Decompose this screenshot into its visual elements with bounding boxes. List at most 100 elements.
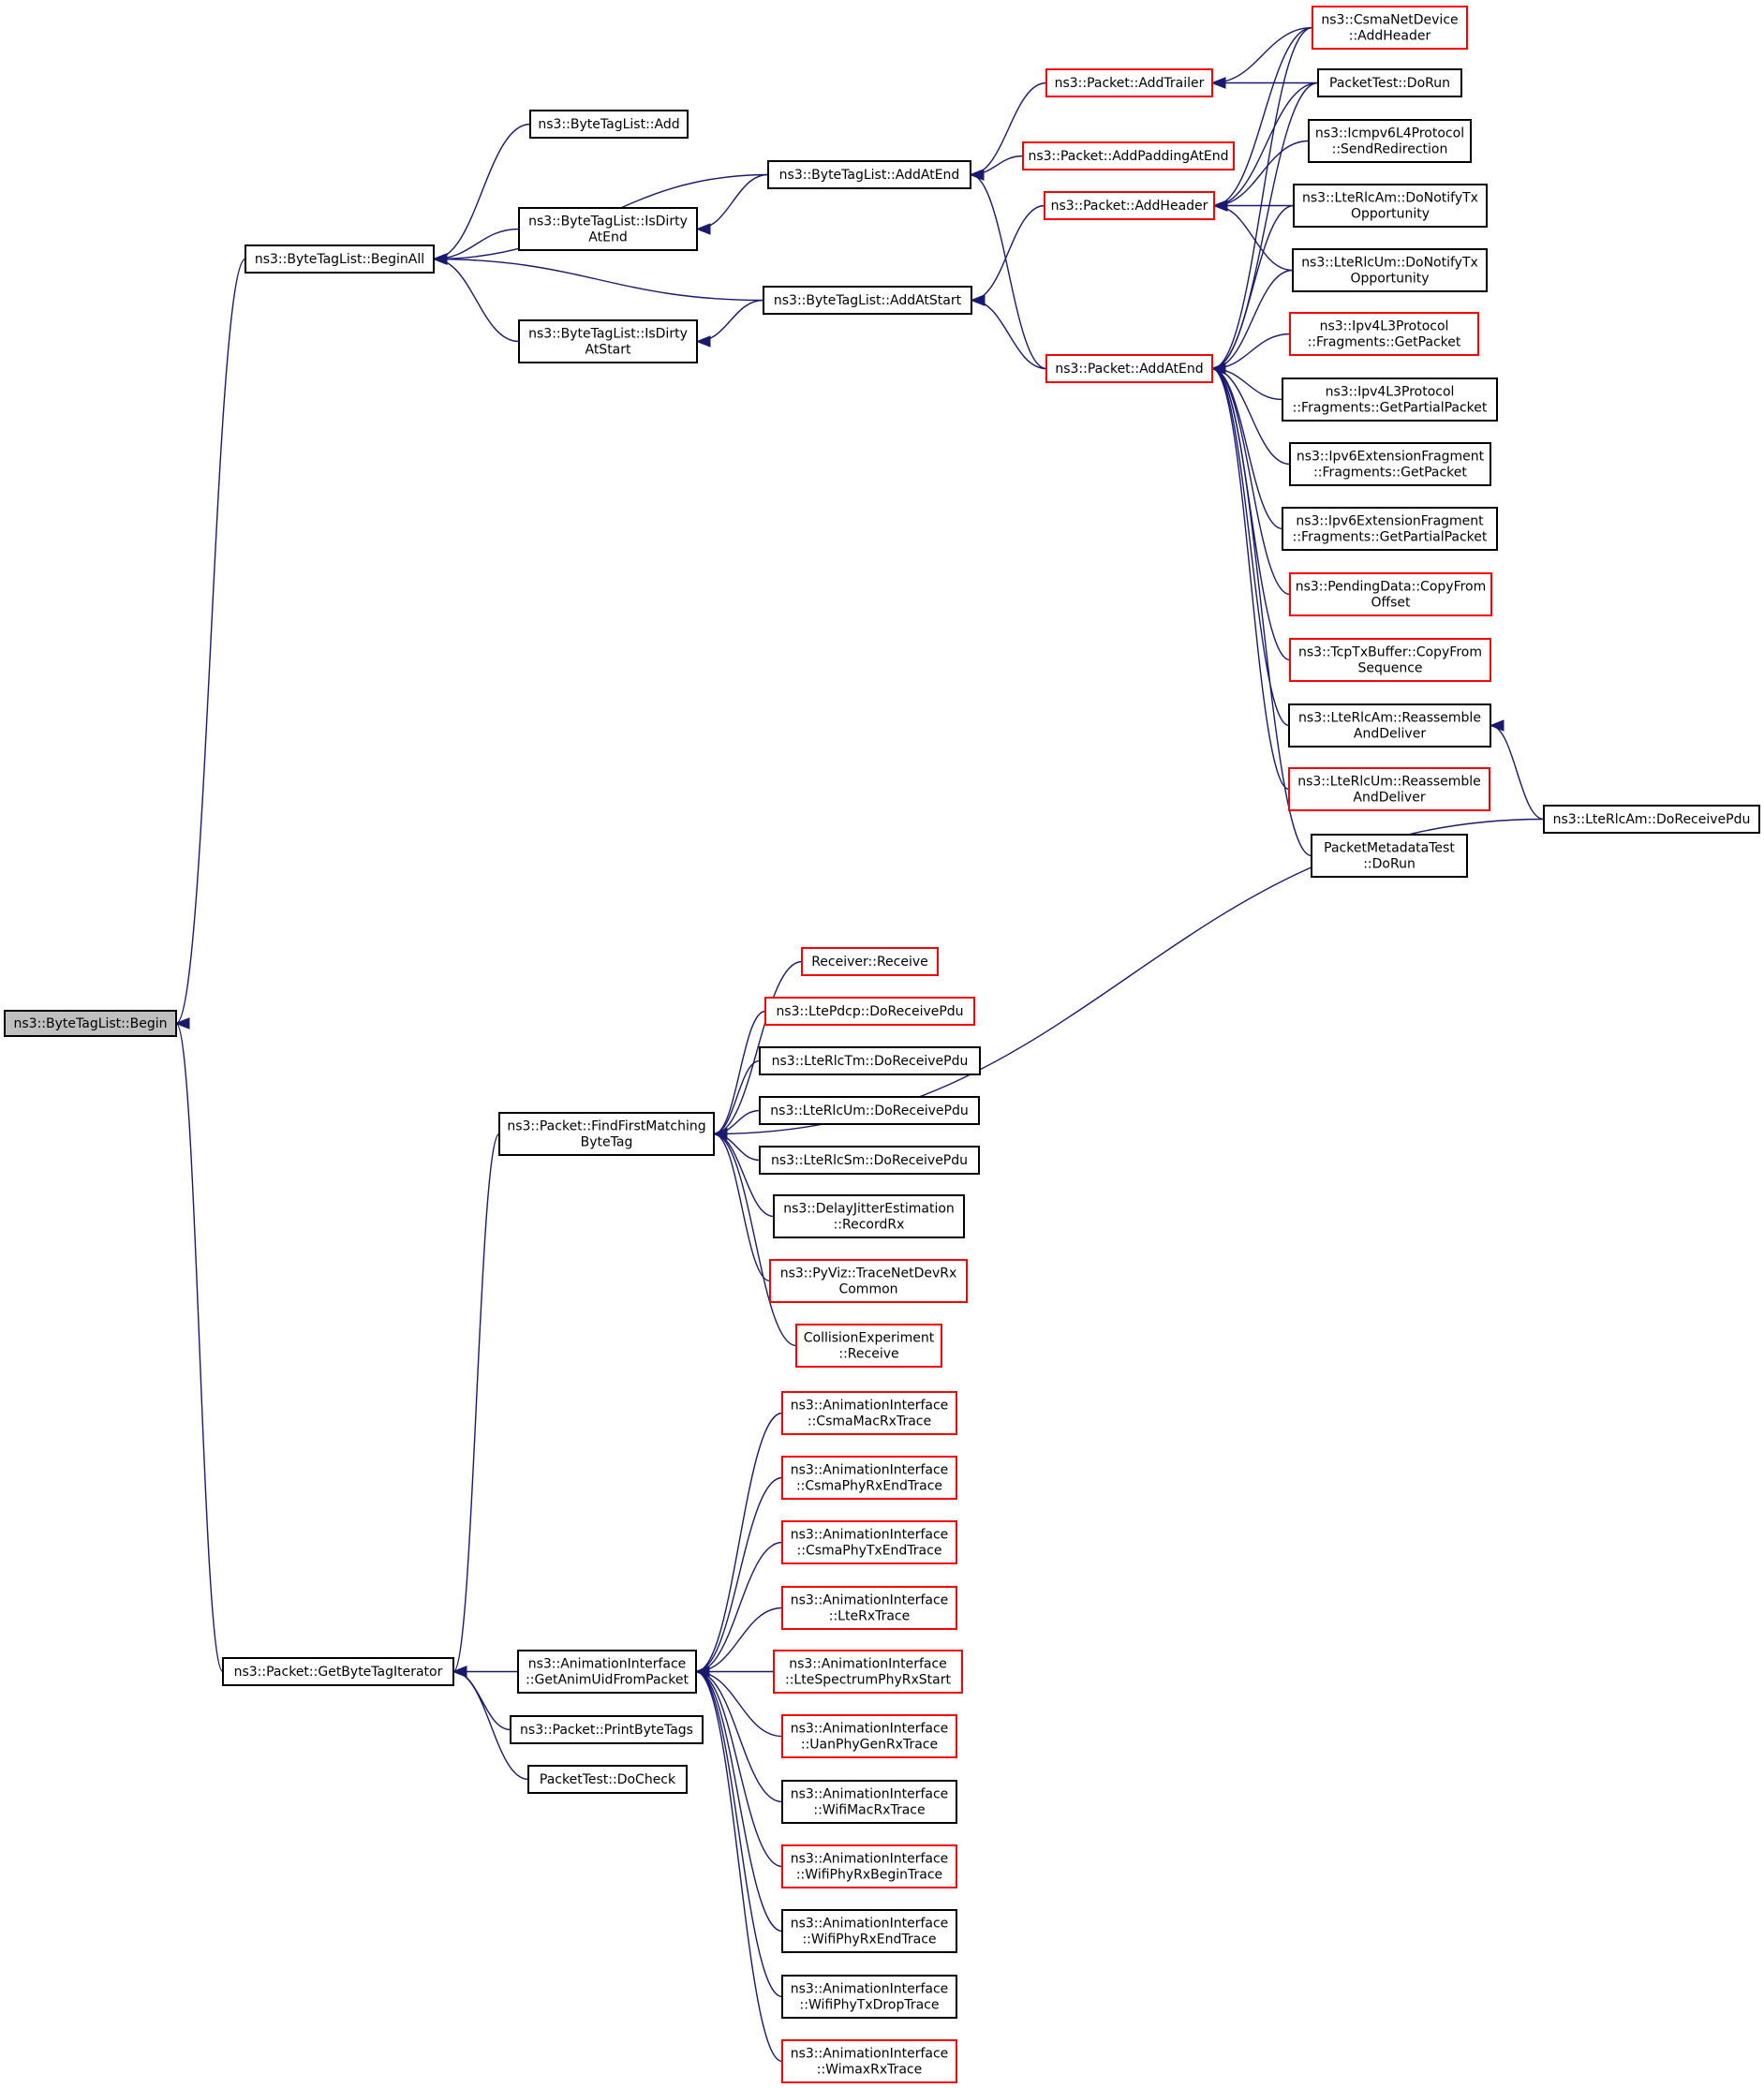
node-label: ns3::Packet::FindFirstMatching bbox=[507, 1119, 705, 1134]
edge-rlcumreassemble-to-paddatend bbox=[1211, 367, 1290, 791]
node-add[interactable]: ns3::ByteTagList::Add bbox=[529, 110, 689, 139]
node-csmaaddheader[interactable]: ns3::CsmaNetDevice::AddHeader bbox=[1312, 6, 1468, 50]
node-ipv6getpartial[interactable]: ns3::Ipv6ExtensionFragment::Fragments::G… bbox=[1282, 507, 1498, 551]
node-label: ns3::ByteTagList::AddAtEnd bbox=[779, 168, 960, 183]
edge-csmamacrx-to-getanimuid bbox=[695, 1412, 783, 1673]
node-label: ns3::AnimationInterface bbox=[791, 1982, 949, 1997]
node-box bbox=[1543, 805, 1760, 834]
node-lterx[interactable]: ns3::AnimationInterface::LteRxTrace bbox=[781, 1586, 957, 1630]
node-icmpv6[interactable]: ns3::Icmpv6L4Protocol::SendRedirection bbox=[1308, 119, 1472, 163]
edge-findfirst-to-getbytetagiter bbox=[452, 1133, 500, 1673]
edge-addheader-to-addatstart bbox=[971, 204, 1045, 302]
node-label: ns3::ByteTagList::BeginAll bbox=[255, 252, 424, 267]
node-box bbox=[769, 1259, 968, 1303]
node-addatstart[interactable]: ns3::ByteTagList::AddAtStart bbox=[763, 286, 972, 315]
node-label: AndDeliver bbox=[1353, 791, 1425, 806]
node-box bbox=[773, 1194, 965, 1238]
node-wifimacrx[interactable]: ns3::AnimationInterface::WifiMacRxTrace bbox=[781, 1780, 957, 1824]
node-label: Opportunity bbox=[1350, 272, 1429, 287]
node-csmaphyrxend[interactable]: ns3::AnimationInterface::CsmaPhyRxEndTra… bbox=[781, 1456, 957, 1500]
node-box bbox=[759, 1096, 980, 1125]
arrowhead-icon bbox=[1210, 77, 1226, 89]
edge-csmaaddheader-to-addtrailer bbox=[1211, 26, 1313, 84]
edge-addatstart-to-dirtystart bbox=[696, 299, 764, 343]
node-addpadding[interactable]: ns3::Packet::AddPaddingAtEnd bbox=[1022, 141, 1235, 170]
node-label: ns3::ByteTagList::Begin bbox=[14, 1016, 168, 1031]
node-box bbox=[781, 1520, 957, 1564]
node-addheader[interactable]: ns3::Packet::AddHeader bbox=[1044, 191, 1215, 220]
node-printbytetags[interactable]: ns3::Packet::PrintByteTags bbox=[510, 1715, 704, 1744]
node-rlctm[interactable]: ns3::LteRlcTm::DoReceivePdu bbox=[759, 1046, 981, 1075]
node-label: ns3::Ipv6ExtensionFragment bbox=[1296, 514, 1484, 529]
node-getbytetagiter[interactable]: ns3::Packet::GetByteTagIterator bbox=[222, 1657, 454, 1686]
node-wifiphyrxend[interactable]: ns3::AnimationInterface::WifiPhyRxEndTra… bbox=[781, 1909, 957, 1953]
node-box bbox=[781, 1844, 957, 1888]
node-label: ns3::AnimationInterface bbox=[789, 1657, 947, 1672]
node-uanphy[interactable]: ns3::AnimationInterface::UanPhyGenRxTrac… bbox=[781, 1714, 957, 1758]
node-label: ns3::PendingData::CopyFrom bbox=[1296, 580, 1487, 595]
node-label: ::Receive bbox=[838, 1347, 898, 1362]
node-box bbox=[763, 286, 972, 315]
node-wifiphyrxbegin[interactable]: ns3::AnimationInterface::WifiPhyRxBeginT… bbox=[781, 1844, 957, 1888]
node-csmamacrx[interactable]: ns3::AnimationInterface::CsmaMacRxTrace bbox=[781, 1391, 957, 1435]
edges-layer bbox=[174, 26, 1545, 2063]
node-box bbox=[1311, 834, 1468, 878]
node-box bbox=[781, 1714, 957, 1758]
node-label: ns3::LtePdcp::DoReceivePdu bbox=[776, 1004, 963, 1019]
node-box bbox=[759, 1146, 980, 1175]
node-beginall[interactable]: ns3::ByteTagList::BeginAll bbox=[245, 244, 435, 274]
node-label: ns3::AnimationInterface bbox=[528, 1657, 687, 1672]
node-label: ns3::CsmaNetDevice bbox=[1321, 13, 1458, 28]
arrowhead-icon bbox=[695, 223, 711, 235]
node-wifiphytxdrop[interactable]: ns3::AnimationInterface::WifiPhyTxDropTr… bbox=[781, 1975, 957, 2019]
node-pmtdorun[interactable]: PacketMetadataTest::DoRun bbox=[1311, 834, 1468, 878]
node-addtrailer[interactable]: ns3::Packet::AddTrailer bbox=[1045, 68, 1213, 97]
node-csmaphytxend[interactable]: ns3::AnimationInterface::CsmaPhyTxEndTra… bbox=[781, 1520, 957, 1564]
node-collision[interactable]: CollisionExperiment::Receive bbox=[795, 1324, 942, 1368]
node-label: Opportunity bbox=[1351, 207, 1430, 222]
node-label: ns3::LteRlcAm::DoReceivePdu bbox=[1553, 812, 1751, 827]
node-box bbox=[1045, 68, 1213, 97]
node-wimaxrx[interactable]: ns3::AnimationInterface::WimaxRxTrace bbox=[781, 2039, 957, 2083]
node-packettestdocheck[interactable]: PacketTest::DoCheck bbox=[527, 1765, 688, 1794]
node-ipv6getpacket[interactable]: ns3::Ipv6ExtensionFragment::Fragments::G… bbox=[1289, 442, 1491, 486]
edge-getbytetagiter-to-begin bbox=[175, 1022, 224, 1673]
node-box bbox=[1292, 248, 1488, 292]
node-rlcum[interactable]: ns3::LteRlcUm::DoReceivePdu bbox=[759, 1096, 980, 1125]
node-paddatend[interactable]: ns3::Packet::AddAtEnd bbox=[1045, 354, 1213, 383]
node-begin[interactable]: ns3::ByteTagList::Begin bbox=[4, 1010, 177, 1037]
node-getanimuid[interactable]: ns3::AnimationInterface::GetAnimUidFromP… bbox=[517, 1650, 697, 1694]
node-label: ns3::LteRlcTm::DoReceivePdu bbox=[772, 1054, 969, 1069]
node-rlcsm[interactable]: ns3::LteRlcSm::DoReceivePdu bbox=[759, 1146, 980, 1175]
node-receiver[interactable]: Receiver::Receive bbox=[801, 947, 939, 976]
node-label: AtEnd bbox=[588, 230, 627, 245]
node-box bbox=[222, 1657, 454, 1686]
node-ipv4getpartial[interactable]: ns3::Ipv4L3Protocol::Fragments::GetParti… bbox=[1282, 378, 1498, 422]
node-delayjitter[interactable]: ns3::DelayJitterEstimation::RecordRx bbox=[773, 1194, 965, 1238]
node-label: ns3::ByteTagList::IsDirty bbox=[528, 327, 688, 342]
node-label: ns3::Packet::GetByteTagIterator bbox=[234, 1665, 443, 1680]
node-addatend[interactable]: ns3::ByteTagList::AddAtEnd bbox=[767, 160, 971, 189]
edge-beginall-to-begin bbox=[175, 258, 246, 1025]
node-label: ns3::ByteTagList::IsDirty bbox=[528, 215, 688, 230]
node-pdcp[interactable]: ns3::LtePdcp::DoReceivePdu bbox=[764, 997, 975, 1026]
node-box bbox=[527, 1765, 688, 1794]
edge-csmaaddheader-to-addheader bbox=[1213, 26, 1313, 207]
node-box bbox=[781, 1975, 957, 2019]
node-packettestdorun[interactable]: PacketTest::DoRun bbox=[1317, 68, 1462, 97]
node-ipv4getpacket[interactable]: ns3::Ipv4L3Protocol::Fragments::GetPacke… bbox=[1289, 312, 1479, 356]
node-label: ::DoRun bbox=[1363, 857, 1416, 872]
node-ltespectrum[interactable]: ns3::AnimationInterface::LteSpectrumPhyR… bbox=[773, 1650, 963, 1694]
node-label: ::Fragments::GetPartialPacket bbox=[1293, 530, 1488, 545]
node-rlcamreceive[interactable]: ns3::LteRlcAm::DoReceivePdu bbox=[1543, 805, 1760, 834]
